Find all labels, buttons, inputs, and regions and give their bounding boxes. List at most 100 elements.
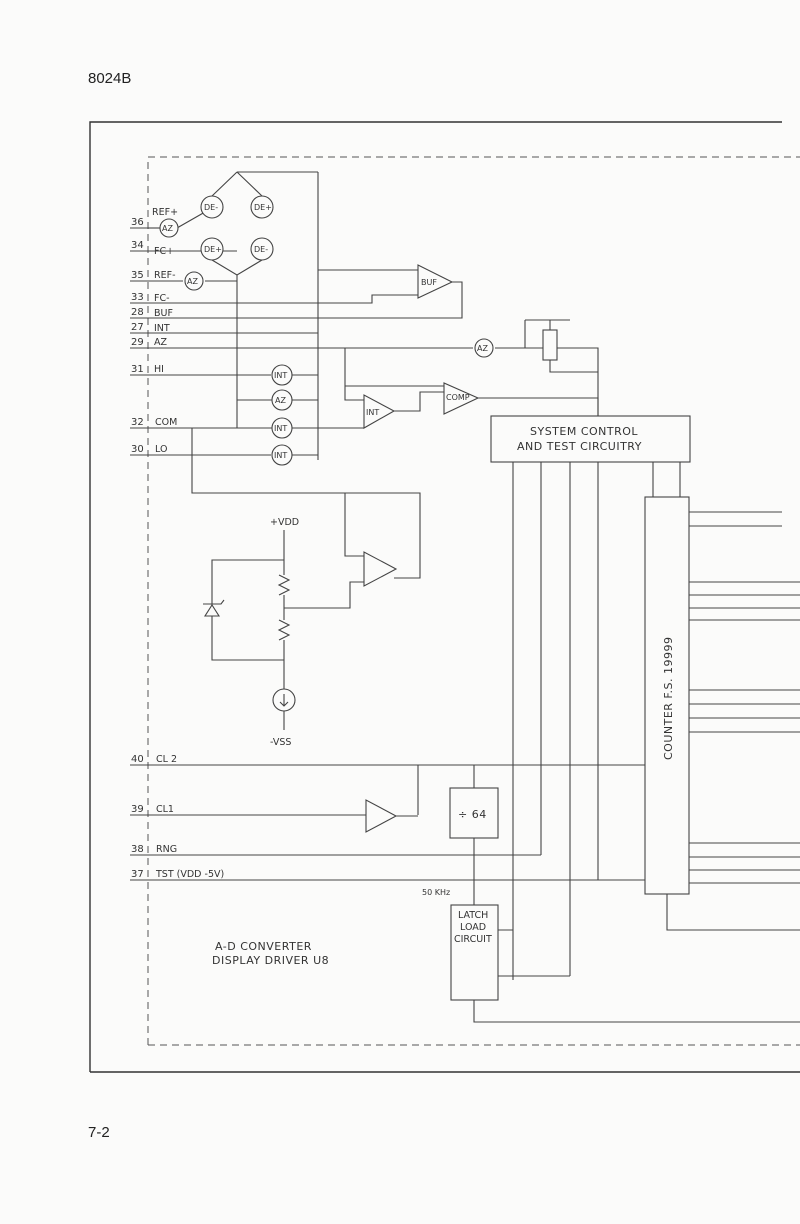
- int-amplifier: INT: [318, 348, 444, 429]
- pin-40: 40 CL 2: [130, 754, 177, 766]
- pin-number: 34: [131, 240, 144, 251]
- pin-number: 29: [131, 337, 144, 348]
- switch-wires: [237, 374, 318, 456]
- switch-de-minus-top: DE-: [200, 195, 224, 219]
- pin-label: AZ: [154, 337, 167, 348]
- svg-text:AZ: AZ: [275, 396, 286, 405]
- reference-network: +VDD -VSS: [203, 517, 299, 748]
- pin-number: 36: [131, 217, 144, 228]
- switch-az-com: AZ: [271, 389, 293, 411]
- pin-label: COM: [155, 417, 177, 428]
- net-fc-minus: [148, 294, 418, 304]
- switch-az-mid: AZ: [474, 338, 494, 358]
- counter-block: COUNTER F.S. 19999: [644, 496, 690, 895]
- svg-text:+VDD: +VDD: [270, 517, 299, 528]
- svg-text:DE+: DE+: [254, 203, 272, 212]
- svg-text:LOAD: LOAD: [460, 922, 486, 933]
- svg-text:AND TEST CIRCUITRY: AND TEST CIRCUITRY: [517, 440, 642, 453]
- pin-label: BUF: [154, 308, 173, 319]
- pin-29: 29 AZ: [130, 337, 167, 349]
- switch-int-lo: INT: [271, 444, 293, 466]
- outer-frame: [89, 121, 782, 1072]
- pin-number: 35: [131, 270, 144, 281]
- title-line1: A-D CONVERTER: [215, 940, 312, 953]
- bridge-lower: [211, 259, 263, 276]
- pin-31: 31 HI: [130, 364, 164, 376]
- buf-amplifier: BUF: [318, 264, 454, 299]
- ref-amplifier: [284, 493, 398, 609]
- svg-text:DE-: DE-: [254, 245, 268, 254]
- switch-de-minus-bottom: DE-: [250, 237, 274, 261]
- pin-number: 27: [131, 322, 144, 333]
- pin-number: 32: [131, 417, 144, 428]
- cl2-net: [148, 764, 645, 815]
- pin-label: TST (VDD -5V): [155, 869, 224, 880]
- switch-de-plus-bottom: DE+: [200, 237, 224, 261]
- net-buf: [148, 281, 463, 319]
- freq-label: 50 KHz: [422, 888, 450, 897]
- latch-block: LATCH LOAD CIRCUIT: [450, 904, 499, 1001]
- pin-label: REF+: [152, 207, 178, 218]
- svg-text:AZ: AZ: [162, 224, 173, 233]
- pin-35: 35 REF-: [130, 270, 176, 282]
- page-footer: 7-2: [88, 1124, 110, 1141]
- switch-int-com: INT: [271, 417, 293, 439]
- page-header: 8024B: [88, 70, 132, 87]
- pin-36: 36 REF+: [130, 207, 178, 229]
- sysctl-arrows: [512, 462, 681, 980]
- bridge-vertical: [236, 172, 319, 460]
- pin-number: 31: [131, 364, 144, 375]
- pin-label: HI: [154, 364, 164, 375]
- svg-text:COUNTER F.S. 19999: COUNTER F.S. 19999: [662, 637, 675, 760]
- svg-text:INT: INT: [274, 451, 287, 460]
- pin-number: 33: [131, 292, 144, 303]
- com-to-amp: [191, 428, 421, 579]
- switch-az-ref-plus: AZ: [159, 218, 179, 238]
- svg-text:INT: INT: [274, 371, 287, 380]
- clock-buffer: [148, 799, 418, 833]
- az-capacitor: [495, 319, 599, 416]
- svg-text:AZ: AZ: [187, 277, 198, 286]
- pin-33: 33 FC-: [130, 292, 170, 304]
- pin-label: CL 2: [156, 754, 177, 765]
- svg-text:DE+: DE+: [204, 245, 222, 254]
- switch-az-ref-minus: AZ: [184, 271, 204, 291]
- svg-text:BUF: BUF: [421, 278, 437, 287]
- counter-outputs: [689, 511, 800, 884]
- svg-text:CIRCUIT: CIRCUIT: [454, 934, 492, 945]
- bridge-left: [211, 171, 318, 197]
- pin-label: REF-: [154, 270, 176, 281]
- pin-number: 30: [131, 444, 144, 455]
- pin-27: 27 INT: [130, 322, 170, 334]
- svg-text:INT: INT: [274, 424, 287, 433]
- latch-wires: [473, 894, 800, 1023]
- svg-text:COMP: COMP: [446, 393, 470, 402]
- pin-30: 30 LO: [130, 444, 167, 456]
- pin-number: 38: [131, 844, 144, 855]
- divider-block: ÷ 64: [449, 787, 499, 839]
- pin-label: INT: [154, 323, 170, 334]
- switch-de-plus-top: DE+: [250, 195, 274, 219]
- pin-38: 38 RNG: [130, 844, 177, 856]
- pin-label: LO: [155, 444, 167, 455]
- svg-text:÷ 64: ÷ 64: [458, 808, 487, 821]
- title-line2: DISPLAY DRIVER U8: [212, 954, 329, 967]
- pin-32: 32 COM: [130, 417, 177, 429]
- pin-label: FC-: [154, 293, 170, 304]
- svg-text:SYSTEM CONTROL: SYSTEM CONTROL: [530, 425, 638, 438]
- svg-text:DE-: DE-: [204, 203, 218, 212]
- switch-int-hi: INT: [271, 364, 293, 386]
- system-control-box: SYSTEM CONTROL AND TEST CIRCUITRY: [490, 415, 691, 463]
- svg-text:LATCH: LATCH: [458, 910, 488, 921]
- pin-label: CL1: [156, 804, 174, 815]
- svg-text:INT: INT: [366, 408, 379, 417]
- pin-number: 40: [131, 754, 144, 765]
- pin-label: RNG: [156, 844, 177, 855]
